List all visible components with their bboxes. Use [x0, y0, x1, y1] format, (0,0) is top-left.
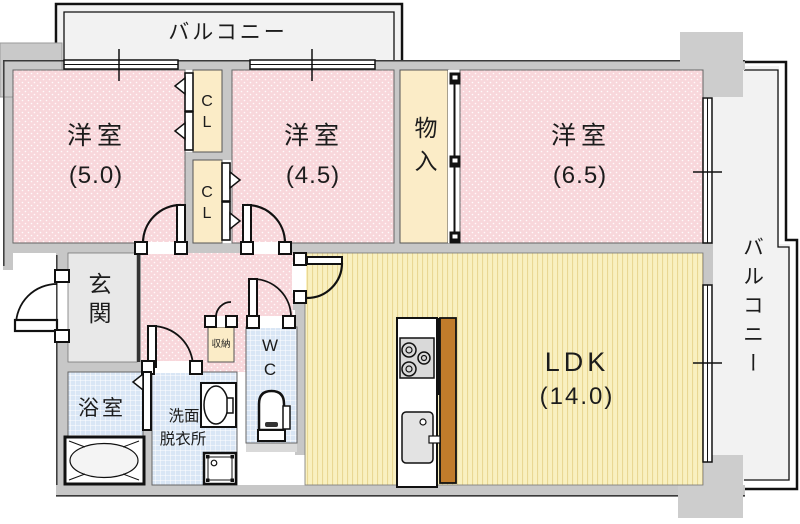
labels: 洋室 (5.0) 洋室 (4.5) 洋室 (6.5) CL CL 物入 玄関 浴…: [67, 93, 615, 448]
balcony-right: バルコニー: [713, 60, 799, 491]
washroom-label-line2: 脱衣所: [160, 430, 207, 448]
balcony-top-floor: [58, 6, 400, 62]
bathroom-door-arrow-icon: [131, 372, 144, 392]
closet-lower-floor: [192, 159, 223, 244]
wall-cl-lower-west: [185, 160, 193, 245]
ldk-label: LDK: [545, 347, 610, 377]
entrance-door: [13, 269, 70, 343]
small-storage-label: 収納: [211, 338, 230, 350]
closet-upper-arrow2-icon: [173, 121, 186, 141]
balcony-right-inner-rail: [744, 69, 790, 481]
washroom-label-line1: 洗面: [168, 407, 199, 425]
small-storage-door: [204, 301, 238, 328]
balcony-right-outer-rail: [744, 60, 799, 491]
bedroom1-door-leaf: [176, 204, 186, 244]
bathtub: [63, 435, 146, 486]
wall-bottom: [56, 485, 745, 497]
window-ldk: [693, 284, 722, 463]
wc-door: [246, 278, 296, 329]
storage-sliding-door: [449, 72, 461, 244]
kitchen-counter-back: [437, 318, 440, 395]
window-bedroom1: [63, 49, 179, 81]
wall-bath-wash: [143, 430, 152, 487]
windows: [63, 49, 722, 463]
balcony-top-outer-rail: [54, 2, 404, 70]
bathroom-door-leaf: [142, 371, 152, 431]
ldk-door: [292, 252, 344, 304]
wall-mid-3: [287, 243, 703, 253]
closet-lower-label: CL: [199, 184, 216, 226]
bathroom-door: [131, 371, 152, 431]
wall-cl-divider: [185, 152, 232, 160]
kitchen-counter-edge: [439, 317, 457, 484]
window-bedroom2: [249, 49, 376, 81]
bedroom2-size: (4.5): [286, 162, 340, 189]
storage-label: 物入: [411, 116, 438, 182]
entrance-door-leaf: [13, 318, 59, 333]
window-bedroom3: [693, 97, 722, 244]
kitchen-stove: [399, 337, 435, 379]
closet-upper-doors: [173, 72, 194, 151]
closet-upper-arrow-icon: [173, 76, 186, 96]
bedroom-1-floor: [12, 69, 186, 244]
wall-wc-east: [295, 310, 305, 455]
bedroom-2-floor: [231, 69, 395, 244]
doors: [13, 72, 461, 431]
wall-cl-upper-east: [222, 70, 232, 152]
wall-right-mid: [703, 243, 713, 285]
bedroom1-door-arc: [141, 203, 182, 244]
wc-door-arc: [252, 278, 292, 318]
bedroom2-door-arc: [246, 203, 287, 244]
kitchen-sink: [401, 411, 441, 464]
ldk-door-leaf: [306, 256, 343, 265]
wall-left: [3, 60, 13, 270]
bedroom2-door-leaf: [242, 204, 252, 244]
storage-floor: [399, 69, 449, 244]
fixtures: [63, 382, 291, 486]
bathroom-label: 浴室: [78, 397, 126, 420]
wall-wc-bottom: [246, 443, 297, 452]
entrance-door-arc: [15, 283, 58, 326]
bedroom2-label: 洋室: [284, 122, 344, 150]
closet-lower-doors: [221, 162, 242, 241]
wall-mid-2: [181, 243, 247, 253]
toilet-room-label: WC: [261, 336, 280, 384]
bedroom1-door: [134, 203, 188, 255]
entrance-floor: [67, 252, 138, 363]
balcony-right-floor: [713, 66, 790, 481]
balcony-right-label: バルコニー: [741, 236, 764, 381]
balcony-top-label: バルコニー: [168, 21, 288, 44]
washroom-door: [141, 325, 203, 375]
bedroom1-label: 洋室: [67, 122, 127, 150]
bedroom1-size: (5.0): [69, 162, 123, 189]
balcony-top: バルコニー: [54, 2, 404, 70]
entrance-label: 玄関: [85, 272, 111, 330]
ldk-size: (14.0): [540, 383, 615, 410]
balcony-top-inner-rail: [63, 11, 395, 62]
bedroom3-label: 洋室: [551, 122, 611, 150]
closet-upper-label: CL: [199, 93, 216, 135]
wc-door-leaf: [248, 278, 258, 318]
wall-mid-1: [3, 243, 141, 253]
washing-machine: [202, 451, 238, 486]
wall-bath-top: [56, 362, 142, 372]
ldk-door-arc: [306, 262, 344, 300]
entrance-step-line: [137, 253, 141, 362]
ldk-floor: [304, 252, 704, 486]
wall-bedroom2-storage: [394, 70, 400, 243]
washroom-sink: [200, 382, 237, 428]
closet-lower-arrow-icon: [229, 170, 242, 190]
washroom-door-arc: [151, 325, 194, 368]
bedroom-3-floor: [459, 69, 704, 244]
kitchen: [396, 317, 457, 488]
small-storage-floor: [207, 326, 235, 363]
closet-lower-arrow2-icon: [229, 211, 242, 231]
toilet: [257, 389, 291, 442]
bedroom3-size: (6.5): [553, 162, 607, 189]
bedroom2-door: [240, 203, 292, 255]
